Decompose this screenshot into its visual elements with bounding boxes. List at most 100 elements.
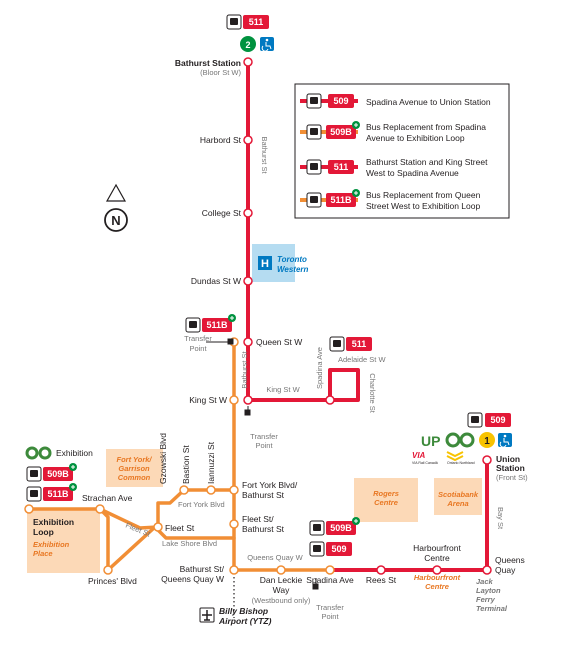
legend-item-511b: 511B Bus Replacement from Queen Street W… — [300, 189, 481, 211]
svg-text:Bathurst St: Bathurst St — [260, 136, 269, 174]
label-rees: Rees St — [366, 575, 397, 585]
svg-text:Adelaide St W: Adelaide St W — [338, 355, 386, 364]
label-strachan: Strachan Ave — [82, 493, 133, 503]
label-harbord: Harbord St — [200, 135, 242, 145]
svg-text:Common: Common — [118, 473, 151, 482]
svg-text:Bathurst St: Bathurst St — [242, 524, 285, 534]
loop-arrows — [332, 379, 356, 393]
svg-text:Transfer: Transfer — [184, 334, 212, 343]
svg-text:Avenue to Exhibition Loop: Avenue to Exhibition Loop — [366, 133, 465, 143]
bathurst-route-number: 511 — [249, 17, 264, 27]
svg-text:Centre: Centre — [424, 553, 450, 563]
scotiabank-arena-area — [434, 478, 482, 515]
transfer-markers — [206, 338, 319, 590]
go-transit-logo — [445, 432, 475, 448]
charlotte-route-badge: 511 — [329, 336, 372, 352]
line-1-icon — [479, 432, 495, 448]
svg-text:VIA Rail Canadā: VIA Rail Canadā — [412, 461, 438, 465]
legend-item-511: 511 Bathurst Station and King Street Wes… — [300, 157, 488, 178]
up-express-logo: UP — [421, 433, 440, 449]
svg-text:509: 509 — [331, 544, 346, 554]
svg-text:H: H — [261, 258, 269, 270]
svg-text:Transfer: Transfer — [250, 432, 278, 441]
north-compass: N — [104, 183, 128, 232]
hospital-marker: H Toronto Western — [258, 255, 309, 274]
svg-text:Bathurst Station and King Stre: Bathurst Station and King Street — [366, 157, 488, 167]
label-gzowski: Gzowski Blvd — [158, 433, 168, 484]
svg-text:Bathurst St: Bathurst St — [240, 351, 249, 389]
stop-dan-leckie — [276, 565, 286, 575]
svg-text:Jack: Jack — [476, 577, 494, 586]
stop-bathurst-queens — [229, 565, 239, 575]
svg-text:Quay: Quay — [495, 565, 516, 575]
legend-item-509: 509 Spadina Avenue to Union Station — [300, 93, 491, 109]
label-college: College St — [202, 208, 242, 218]
stop-college — [243, 208, 253, 218]
stop-exhibition — [24, 504, 34, 514]
svg-text:Spadina Ave: Spadina Ave — [315, 347, 324, 389]
svg-text:511B: 511B — [330, 195, 352, 205]
svg-text:Loop: Loop — [33, 527, 54, 537]
svg-text:509: 509 — [333, 96, 348, 106]
svg-text:Fleet St: Fleet St — [124, 521, 152, 539]
label-bastion: Bastion St — [181, 445, 191, 484]
label-airport: Billy Bishop — [219, 606, 268, 616]
label-fleet: Fleet St — [165, 523, 195, 533]
stop-gzowski — [179, 485, 189, 495]
label-queen: Queen St W — [256, 337, 302, 347]
rogers-centre-area — [354, 478, 418, 522]
svg-text:Way: Way — [273, 585, 290, 595]
stop-spadina-king — [325, 395, 335, 405]
label-harbourfront: Harbourfront — [413, 543, 461, 553]
svg-text:509B: 509B — [330, 523, 352, 533]
queen-route-badge: 511B — [185, 314, 236, 333]
svg-text:Bay St: Bay St — [496, 507, 505, 530]
svg-text:Point: Point — [321, 612, 339, 621]
svg-text:Place: Place — [33, 549, 53, 558]
svg-text:(Bloor St W): (Bloor St W) — [200, 68, 241, 77]
stop-king — [243, 395, 253, 405]
svg-text:Harbourfront: Harbourfront — [414, 573, 461, 582]
svg-text:(Front St): (Front St) — [496, 473, 528, 482]
svg-text:Layton: Layton — [476, 586, 501, 595]
svg-text:Queens Quay W: Queens Quay W — [247, 553, 303, 562]
svg-text:Street West to Exhibition Loop: Street West to Exhibition Loop — [366, 201, 480, 211]
exhibition-place-area — [27, 509, 100, 573]
stop-princes — [103, 565, 113, 575]
stop-queens-quay — [482, 565, 492, 575]
stop-strachan — [95, 504, 105, 514]
stop-spadina-qq — [325, 565, 335, 575]
stop-union — [482, 455, 492, 465]
line-1-number: 1 — [484, 436, 490, 447]
svg-text:Arena: Arena — [446, 499, 468, 508]
svg-text:(Westbound only): (Westbound only) — [252, 596, 311, 605]
label-princes: Princes' Blvd — [88, 576, 137, 586]
stop-fort-york — [229, 485, 239, 495]
label-king: King St W — [189, 395, 227, 405]
label-dan-leckie: Dan Leckie — [260, 575, 303, 585]
svg-text:Centre: Centre — [425, 582, 449, 591]
via-rail-logo: VIA — [412, 451, 426, 460]
spadina-route-badges: 509B 509 — [309, 517, 360, 557]
label-bathurst-station: Bathurst Station — [175, 58, 241, 68]
airport-icon — [199, 607, 215, 623]
label-fort-york: Fort York Blvd/ — [242, 480, 298, 490]
stop-king-orange — [229, 395, 239, 405]
svg-text:511: 511 — [352, 339, 367, 349]
svg-text:Exhibition: Exhibition — [56, 448, 93, 458]
svg-text:Point: Point — [255, 441, 273, 450]
svg-text:Airport (YTZ): Airport (YTZ) — [218, 616, 272, 626]
svg-text:Ontario Northland: Ontario Northland — [447, 461, 475, 465]
svg-text:Charlotte St: Charlotte St — [368, 373, 377, 414]
stop-bathurst-station — [243, 57, 253, 67]
label-dundas: Dundas St W — [191, 276, 241, 286]
svg-text:Western: Western — [277, 265, 309, 274]
stop-rees — [376, 565, 386, 575]
svg-text:511B: 511B — [47, 489, 69, 499]
svg-text:509B: 509B — [47, 469, 69, 479]
union-connections: UP 1 VIA VIA Rail Canadā Ontario Northla… — [412, 432, 512, 465]
stop-iannuzzi — [206, 485, 216, 495]
label-bathurst-queens: Bathurst St/ — [180, 564, 225, 574]
stop-harbord — [243, 135, 253, 145]
